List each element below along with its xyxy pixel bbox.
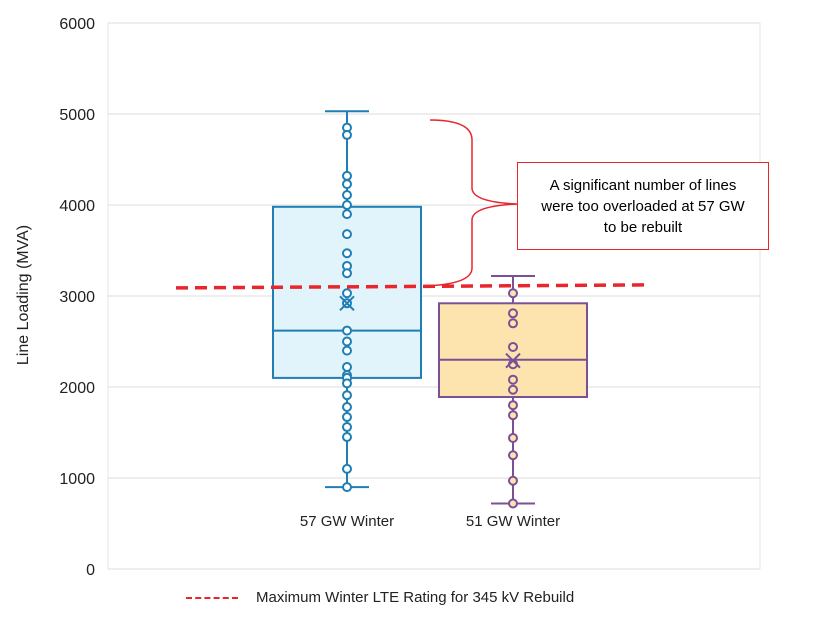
data-point	[508, 341, 518, 352]
data-point	[342, 422, 352, 433]
data-point	[508, 374, 518, 385]
brace	[425, 119, 518, 287]
data-point	[342, 482, 352, 493]
data-point	[342, 200, 352, 210]
legend: Maximum Winter LTE Rating for 345 kV Reb…	[186, 589, 574, 606]
data-point	[342, 229, 352, 240]
data-point	[342, 189, 352, 200]
data-point	[508, 410, 518, 421]
data-point	[508, 318, 518, 329]
data-point	[342, 432, 352, 443]
data-point	[508, 432, 518, 443]
y-tick-label: 0	[86, 562, 95, 579]
data-point	[342, 402, 352, 413]
data-point	[342, 179, 352, 190]
x-category-label: 57 GW Winter	[300, 513, 394, 530]
y-axis-label: Line Loading (MVA)	[15, 224, 32, 366]
data-point	[342, 345, 352, 356]
data-point	[508, 384, 518, 395]
reference-line	[175, 283, 649, 290]
data-point	[508, 498, 518, 509]
data-point	[342, 209, 352, 220]
y-tick-label: 4000	[59, 198, 95, 215]
x-category-label: 51 GW Winter	[466, 513, 560, 530]
data-point	[342, 248, 352, 259]
data-point	[342, 336, 352, 347]
y-tick-label: 1000	[59, 471, 95, 488]
data-point	[342, 170, 352, 181]
y-tick-label: 6000	[59, 16, 95, 33]
data-point	[342, 361, 352, 372]
y-tick-label: 5000	[59, 107, 95, 124]
data-point	[342, 390, 352, 401]
legend-swatch-dashed	[186, 596, 238, 599]
legend-label: Maximum Winter LTE Rating for 345 kV Reb…	[256, 589, 575, 606]
data-point	[342, 378, 352, 389]
annotation-callout: A significant number of lines were too o…	[517, 162, 769, 250]
data-point	[342, 463, 352, 474]
y-tick-label: 3000	[59, 289, 95, 306]
data-point	[508, 308, 518, 319]
data-point	[508, 450, 518, 461]
data-point	[342, 129, 352, 140]
data-point	[342, 268, 352, 279]
y-tick-label: 2000	[59, 380, 95, 397]
data-point	[508, 400, 518, 411]
mean-marker	[339, 295, 355, 311]
data-point	[342, 288, 352, 299]
data-point	[508, 288, 518, 299]
data-point	[508, 475, 518, 486]
data-point	[342, 325, 352, 336]
data-point	[342, 412, 352, 423]
mean-marker	[505, 352, 521, 369]
